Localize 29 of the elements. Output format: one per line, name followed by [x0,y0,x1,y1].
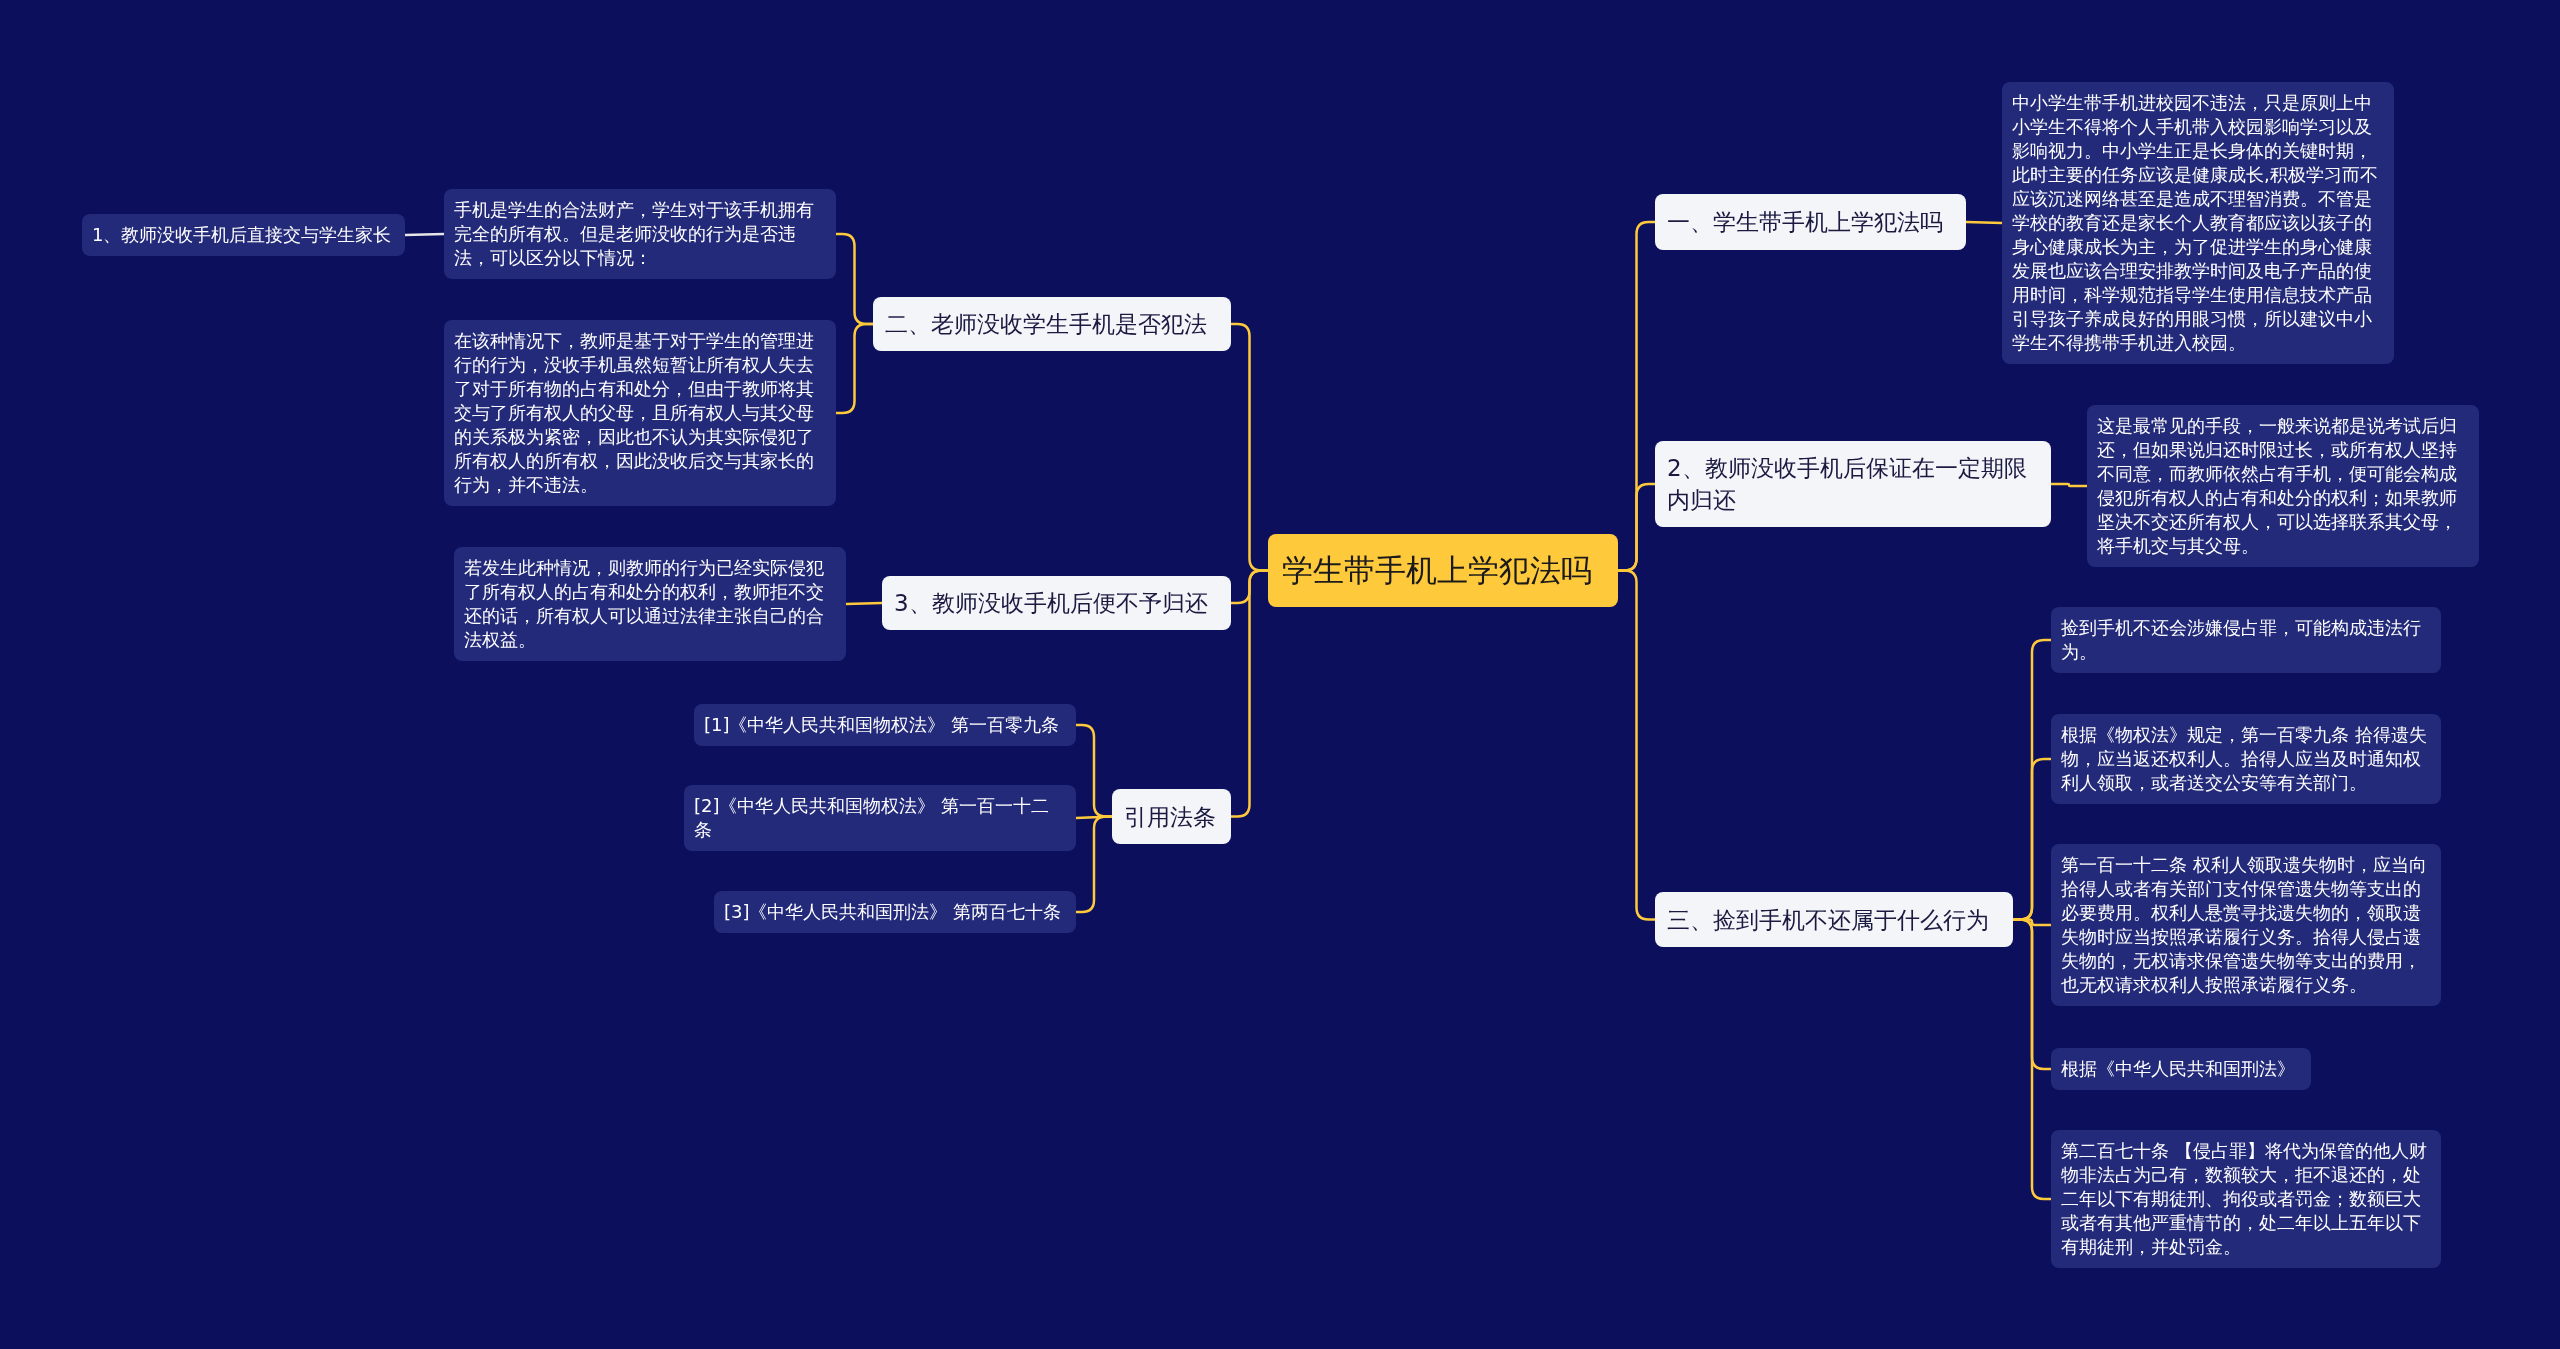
note-box: 捡到手机不还会涉嫌侵占罪，可能构成违法行为。 [2051,607,2441,673]
topic-box: 二、老师没收学生手机是否犯法 [873,297,1231,351]
connector-line [1965,220,2003,225]
note-box: [3]《中华人民共和国刑法》 第两百七十条 [714,891,1076,933]
connector-line [404,232,445,237]
root-topic-box: 学生带手机上学犯法吗 [1268,534,1618,607]
note-box: 手机是学生的合法财产，学生对于该手机拥有完全的所有权。但是老师没收的行为是否违法，可以区分以下情况： [444,189,836,279]
note-box: 若发生此种情况，则教师的行为已经实际侵犯了所有权人的占有和处分的权利，教师拒不交还的话，所有权人可以通过法律主张自己的合法权益。 [454,547,846,661]
note-box: 1、教师没收手机后直接交与学生家长 [82,214,405,256]
topic-box: 引用法条 [1112,789,1231,844]
note-box: 根据《物权法》规定，第一百零九条 拾得遗失物，应当返还权利人。拾得人应当及时通知权利人领取，或者送交公安等有关部门。 [2051,714,2441,804]
connector-line [1618,569,1655,921]
note-box: 第一百一十二条 权利人领取遗失物时，应当向拾得人或者有关部门支付保管遗失物等支出的必要费用。权利人悬赏寻找遗失物的，领取遗失物时应当按照承诺履行义务。拾得人侵占遗失物的，无权请求保管遗失物等支出的费用，也无权请求权利人按照承诺履行义务。 [2051,844,2441,1006]
connector-line [836,322,873,415]
note-box: 这是最常见的手段，一般来说都是说考试后归还，但如果说归还时限过长，或所有权人坚持不同意，而教师依然占有手机，便可能会构成侵犯所有权人的占有和处分的权利；如果教师坚决不交还所有权人，可以选择联系其父母，将手机交与其父母。 [2087,405,2479,567]
note-box: 第二百七十条 【侵占罪】将代为保管的他人财物非法占为己有，数额较大，拒不退还的，处二年以下有期徒刑、拘役或者罚金；数额巨大或者有其他严重情节的，处二年以上五年以下有期徒刑，并处罚金。 [2051,1130,2441,1268]
note-box: [2]《中华人民共和国物权法》 第一百一十二条 [684,785,1076,851]
note-box: 在该种情况下，教师是基于对于学生的管理进行的行为，没收手机虽然短暂让所有权人失去了对于所有物的占有和处分，但由于教师将其交与了所有权人的父母，且所有权人与其父母的关系极为紧密，因此也不认为其实际侵犯了所有权人的所有权，因此没收后交与其家长的行为，并不违法。 [444,320,836,506]
topic-box: 2、教师没收手机后保证在一定期限内归还 [1655,441,2051,527]
connector-line [845,601,883,606]
connector-line [2051,482,2087,488]
note-box: 根据《中华人民共和国刑法》 [2051,1048,2311,1090]
connector-line [2013,918,2051,1201]
topic-box: 一、学生带手机上学犯法吗 [1655,194,1966,250]
note-box: [1]《中华人民共和国物权法》 第一百零九条 [694,704,1076,746]
note-box: 中小学生带手机进校园不违法，只是原则上中小学生不得将个人手机带入校园影响学习以及影响视力。中小学生正是长身体的关键时期，此时主要的任务应该是健康成长,积极学习而不应该沉迷网络甚至是造成不理智消费。不管是学校的教育还是家长个人教育都应该以孩子的身心健康成长为主，为了促进学生的身心健康发展也应该合理安排教学时间及电子产品的使用时间，科学规范指导学生使用信息技术产品引导孩子养成良好的用眼习惯，所以建议中小学生不得携带手机进入校园。 [2002,82,2394,364]
topic-box: 三、捡到手机不还属于什么行为 [1655,892,2013,947]
connector-line [1231,569,1268,818]
topic-box: 3、教师没收手机后便不予归还 [882,576,1231,630]
